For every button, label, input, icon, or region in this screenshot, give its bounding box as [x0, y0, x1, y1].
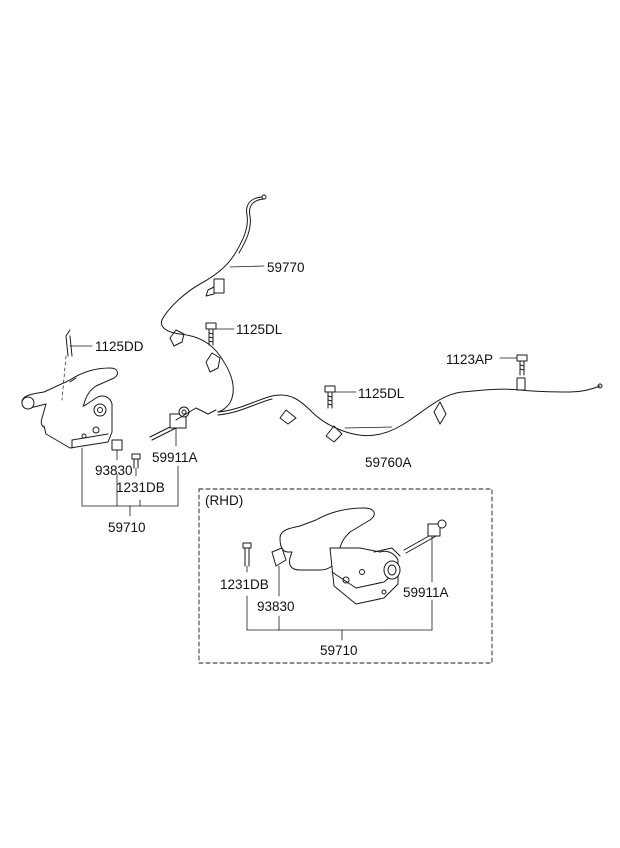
label-rhd: (RHD) [205, 493, 244, 508]
parking-brake-lever-rhd [242, 507, 447, 641]
bolt-1125DL-lower [324, 385, 357, 409]
rear-cable-59770 [160, 194, 267, 413]
label-1231DB-left: 1231DB [116, 480, 165, 495]
label-59710-rhd: 59710 [320, 643, 358, 658]
label-93830-left: 93830 [95, 463, 133, 478]
label-1125DL-upper: 1125DL [236, 322, 283, 337]
parking-brake-lever-left [21, 329, 179, 517]
label-59760A: 59760A [365, 455, 412, 470]
label-1125DD: 1125DD [95, 339, 144, 354]
rhd-variant-frame [198, 488, 493, 664]
bolt-1125DL-upper [205, 322, 235, 346]
label-59710-left: 59710 [108, 520, 146, 535]
label-1125DL-lower: 1125DL [358, 386, 405, 401]
label-1231DB-rhd: 1231DB [220, 577, 269, 592]
label-59911A-rhd: 59911A [403, 585, 449, 600]
equalizer-59911A-left [149, 406, 217, 447]
label-59770: 59770 [267, 260, 305, 275]
label-1123AP: 1123AP [446, 352, 494, 367]
label-93830-rhd: 93830 [257, 599, 295, 614]
front-cable-59760A [217, 377, 603, 443]
label-59911A-left: 59911A [152, 450, 198, 465]
bolt-1123AP [499, 354, 528, 376]
